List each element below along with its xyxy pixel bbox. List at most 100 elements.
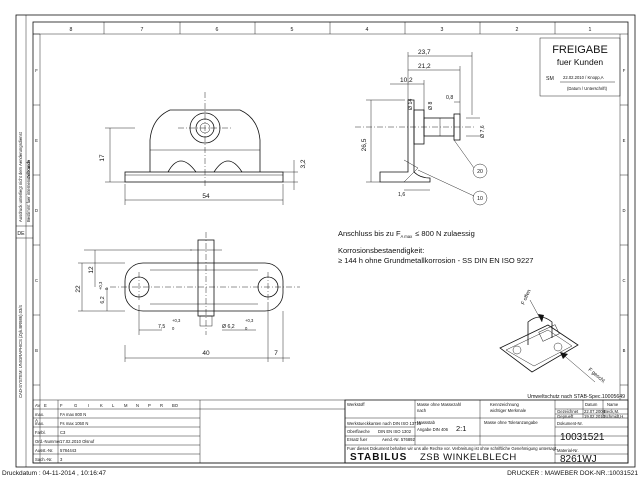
rev-header-k: K (100, 403, 103, 408)
rev-row-5-label: Ausst.-Nr. (35, 448, 53, 453)
dim-dia-14: Ø 14 (408, 99, 414, 110)
item-bubble-10-label: 10 (477, 196, 483, 202)
side-view: 23,7 21,2 10,2 0,8 Ø 14 Ø 8 Ø 7,6 26,5 1… (355, 49, 488, 206)
rev-row-2-value: Fs max 1050 N (60, 421, 88, 426)
rev-row-4-value: 17.02.2010 Olsnuf (60, 439, 95, 444)
dim-offset-3-2: 3,2 (300, 159, 307, 168)
rev-header-p: P (148, 403, 151, 408)
rev-row-2-label: max. (35, 421, 44, 426)
row-label-f: F (35, 68, 38, 73)
row-label-e: E (35, 138, 38, 143)
force-closed-label: F geschl. (587, 367, 607, 385)
revision-block: AV E F G I K L M N P R BO max. FA max 80… (32, 399, 346, 464)
title-block: Werkstoff Werkstueckkanten nach DIN ISO … (344, 399, 629, 465)
note-corrosion-title: Korrosionsbestaendigkeit: (338, 246, 424, 255)
dim-dia-tol-lower: 0 (245, 326, 248, 331)
tb-werkstoff: Werkstoff (347, 402, 365, 407)
rev-header-f: F (60, 403, 63, 408)
rev-row-3-value: C3 (60, 430, 66, 435)
tb-legal-text: Fuer dieses Dokument behalten wir uns al… (347, 446, 557, 451)
footer-printer: DRUCKER : MAWEBER DOK-NR.:10031521 (507, 470, 638, 477)
dim-height-22: 22 (75, 285, 82, 293)
stamp-line-1: FREIGABE (552, 44, 608, 56)
note-connection: Anschluss bis zu FA max≤ 800 N zulaessig (338, 229, 475, 239)
col-label-8: 8 (70, 27, 73, 33)
row-label-d: D (35, 208, 38, 213)
tb-wichtige-merkmale: wichtiger Merkmale (490, 408, 527, 413)
dim-x-7-5: 7,5 (158, 324, 165, 330)
row-label-c: C (35, 278, 38, 283)
dim-offset-tol-upper: +0,3 (98, 281, 103, 290)
rev-header-e: E (44, 403, 47, 408)
rev-header-bo: BO (172, 403, 179, 408)
side-note-copyright: Ausdruck unterliegt nicht dem Aenderungs… (18, 131, 23, 222)
tb-gezeichnet-name: Beck,M. (604, 409, 619, 414)
dim-23-7: 23,7 (418, 49, 431, 56)
tb-angabe: Angabe DIN 406 (417, 427, 449, 432)
tb-kennzeichnung: Kennzeichnung (490, 402, 520, 407)
outer-frame (15, 14, 636, 468)
tb-masse-ohne-tol: Masse ohne Toleranzangabe (484, 420, 538, 425)
dim-dia-8: Ø 8 (428, 102, 434, 110)
rev-row-6-label: Sach.-Nr. (35, 457, 52, 462)
footer-print-date: Druckdatum : 04-11-2014 , 10:16:47 (2, 470, 106, 477)
row-label-b: B (35, 348, 38, 353)
tb-geprueft-label: Geprueft (557, 414, 574, 419)
tb-masse-ohne: Masse ohne Massezahl (417, 402, 461, 407)
front-view: 54 17 3,2 (99, 92, 307, 205)
row-label-d-right: D (622, 208, 625, 213)
dim-offset-6-2: 6,2 (100, 296, 106, 303)
rev-row-3-label: Farbl. (35, 430, 46, 435)
side-note-internal: Bestimmt fuer internen Gebrauch (26, 160, 31, 222)
isometric-view: F offen F geschl. (499, 289, 607, 385)
rev-header-r: R (160, 403, 163, 408)
rev-row-1-value: FA max 800 N (60, 412, 86, 417)
col-label-5: 5 (291, 27, 294, 33)
dim-dia-6-2: Ø 6,2 (222, 324, 235, 330)
force-open-label: F offen (520, 289, 532, 306)
dim-x-tol-lower: 0 (172, 326, 175, 331)
tb-datum-label: Datum (585, 402, 598, 407)
row-label-b-right: B (623, 348, 626, 353)
tb-oberflaeche-val: DIN EN ISO 1302 (378, 429, 412, 434)
dim-thickness-1-6: 1,6 (398, 192, 405, 198)
rev-row-5-value: 5784443 (60, 448, 77, 453)
rev-header-i: I (88, 403, 89, 408)
tb-material-nr-label: Material-Nr. (557, 448, 579, 453)
tb-material-nr: 8261WJ (560, 454, 597, 465)
tb-massstab: 2:1 (456, 424, 466, 433)
technical-drawing-sheet: 8 7 6 5 4 3 2 1 F E D C B A F E D C B Au… (15, 14, 636, 468)
rev-header-m: M (124, 403, 128, 408)
dim-height-12: 12 (88, 266, 95, 274)
dim-width-54: 54 (202, 193, 210, 200)
notes-block: Anschluss bis zu FA max≤ 800 N zulaessig… (338, 229, 533, 265)
dim-x-tol-upper: +0,3 (172, 318, 181, 323)
tb-massstab-label: Massstab (417, 420, 436, 425)
col-label-2: 2 (516, 27, 519, 33)
tb-ersatz-fuer: Ersatz fuer (347, 437, 368, 442)
side-note-de: DE (17, 231, 25, 237)
note-corrosion-text: ≥ 144 h ohne Grundmetallkorrosion - SS D… (338, 256, 533, 265)
col-label-3: 3 (441, 27, 444, 33)
side-note-internal-2: und Kunde (26, 159, 31, 180)
dim-offset-tol-lower: 0 (104, 287, 109, 290)
tb-nach: nach (417, 408, 427, 413)
rev-header-n: N (136, 403, 139, 408)
item-bubble-10 (472, 190, 488, 206)
env-note: Umweltschutz nach STAB-Spec.10005649 (527, 394, 625, 400)
tb-title: ZSB WINKELBLECH (420, 452, 517, 463)
rev-header-l: L (112, 403, 115, 408)
tb-gezeichnet-label: Gezeichnet (557, 409, 579, 414)
column-markers: 8 7 6 5 4 3 2 1 (33, 22, 628, 35)
stamp-date-sign: 22.02.2010 / Knopp,A (563, 75, 604, 80)
approval-stamp: FREIGABE fuer Kunden SM 22.02.2010 / Kno… (539, 37, 621, 97)
col-label-1: 1 (589, 27, 592, 33)
tb-oberflaeche: Oberflaeche (347, 429, 370, 434)
dim-10-2: 10,2 (400, 77, 413, 84)
dim-dia-7-6: Ø 7,6 (480, 125, 486, 138)
tb-geprueft-name: Schmidt,H. (604, 414, 624, 419)
row-label-c-right: C (622, 278, 625, 283)
dim-21-2: 21,2 (418, 63, 431, 70)
stamp-caption: (Datum / Unterschrift) (567, 86, 608, 91)
row-markers: F E D C B A F E D C B (33, 33, 628, 463)
